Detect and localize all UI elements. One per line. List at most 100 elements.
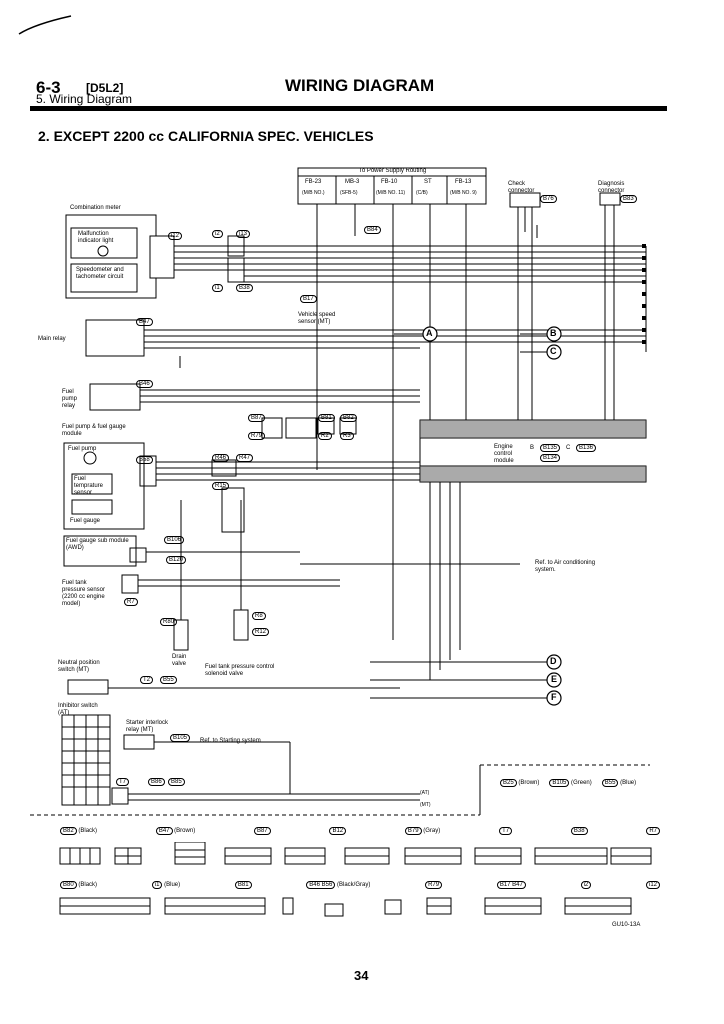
power-box-title: To Power Supply Routing [358,168,427,174]
label-malfunction-light: Malfunction indicator light [78,231,114,244]
fuse-code: (M/B NO.) [302,190,325,196]
figure-code: GU10-13A [612,922,641,928]
legend-item: B79 (Gray) [404,827,440,835]
legend-item: B87 [253,827,271,835]
conn-tag: B83 [620,195,637,203]
legend-item: i2 [580,881,592,889]
legend-item: B25 (Brown) [500,779,539,787]
fuse-code: (M/B NO. 11) [376,190,406,196]
ref-letter-f: F [551,692,557,702]
conn-tag: i2 [212,230,223,238]
legend-item: B12 [329,827,347,835]
label-fuel-pump-module: Fuel pump & fuel gauge module [62,424,126,437]
conn-tag: B82 [340,414,357,422]
conn-tag: T7 [116,778,130,786]
label-fuel-gauge-sub: Fuel gauge sub module (AWD) [66,538,129,551]
fuse-code: (SFB-5) [340,190,358,196]
conn-tag: R46 [212,454,230,462]
label-inhibitor-switch: Inhibitor switch (AT) [58,703,98,716]
conn-tag: B120 [166,556,187,564]
legend-top-right: B25 (Brown) B105 (Green) B55 (Blue) [500,779,636,787]
legend-item: B46 B56 (Black/Gray) [306,881,370,889]
legend-item: i1 (Blue) [151,881,180,889]
legend-item: B38 [570,827,588,835]
ref-circle-b [546,326,562,342]
ref-ac-system: Ref. to Air conditioning system. [535,560,596,573]
connector-faces-row-1 [59,842,652,865]
legend-item: B82 (Black) [60,827,97,835]
conn-tag: R47 [236,454,254,462]
label-drain-valve: Drain valve [172,654,187,667]
conn-tag: B58 [136,456,153,464]
legend-item: B17 B47 [496,881,526,889]
legend-item: B80 (Black) [60,881,97,889]
ref-letter-e: E [551,674,558,684]
ref-circle-a [422,326,438,342]
legend-item: B105 (Green) [549,779,592,787]
connector-faces-row-2 [59,897,632,917]
fuse-label: FB-13 [455,179,472,185]
label-main-relay: Main relay [38,336,66,342]
label-ecm-b: B [530,445,535,451]
connector-legend-row-1: B82 (Black) B47 (Brown) B87 B12 B79 (Gra… [60,827,660,835]
conn-tag: B17 [300,295,317,303]
fuse-label: FB-10 [381,179,398,185]
conn-tag: B81 [318,414,335,422]
conn-tag: B46 [136,380,153,388]
section-title: 2. EXCEPT 2200 cc CALIFORNIA SPEC. VEHIC… [38,128,374,144]
ref-circle-e [546,672,562,688]
conn-tag: B84 [364,226,381,234]
ref-letter-b: B [550,328,557,338]
conn-tag: B47 [136,318,153,326]
conn-tag: T2 [140,676,154,684]
fuse-label: FB-23 [305,179,322,185]
legend-item: R7 [646,827,660,835]
conn-tag: B87 [248,414,265,422]
legend-item: B47 (Brown) [155,827,195,835]
conn-tag: B86 [148,778,165,786]
fuse-code: (M/B NO. 9) [450,190,477,196]
section-code: [D5L2] [86,81,124,95]
conn-tag: B105 [170,734,191,742]
label-fuel-pump-relay: Fuel pump relay [62,389,78,409]
label-fuel-tank-solenoid: Fuel tank pressure control solenoid valv… [205,664,275,677]
ref-letter-d: D [550,656,557,666]
conn-tag: R8 [252,612,266,620]
conn-tag: R79 [248,432,266,440]
legend-item: i12 [645,881,660,889]
label-fuel-pump: Fuel pump [68,446,97,452]
ref-circle-c [546,344,562,360]
pen-stroke [18,15,72,35]
connector-legend-row-2: B80 (Black) i1 (Blue) B81 B46 B56 (Black… [60,881,660,889]
conn-tag: R2 [318,432,332,440]
page-number: 34 [354,968,369,983]
conn-tag: R12 [252,628,270,636]
conn-tag: i1 [212,284,223,292]
ref-starting-system: Ref. to Starting system [200,738,261,744]
ref-circle-d [546,654,562,670]
conn-tag: B55 [160,676,177,684]
conn-tag: B38 [236,284,253,292]
conn-tag: R3 [340,432,354,440]
label-fuel-temp-sensor: Fuel temprature sensor [74,476,104,496]
page-title: WIRING DIAGRAM [285,76,435,95]
legend-item: B55 (Blue) [601,779,636,787]
fuse-label: ST [424,179,432,185]
wire-label-mt: (MT) [420,802,431,808]
conn-tag: B85 [168,778,185,786]
label-combination-meter: Combination meter [70,205,121,211]
section-number: 6-3 [36,78,61,97]
wire-label-at: (AT) [420,790,430,796]
conn-tag: i12 [168,232,183,240]
label-speedometer: Speedometer and tachometer circuit [76,267,124,280]
legend-item: B81 [234,881,252,889]
fuse-label: MB-3 [345,179,360,185]
label-starter-relay: Starter interlock relay (MT) [126,720,169,733]
label-fuel-tank-sensor: Fuel tank pressure sensor (2200 cc engin… [62,580,106,607]
label-diagnosis-connector: Diagnosis connector [598,181,625,194]
conn-tag: R7 [124,598,138,606]
ref-circle-f [546,690,562,706]
ref-letter-c: C [550,346,557,356]
conn-tag: B76 [540,195,557,203]
